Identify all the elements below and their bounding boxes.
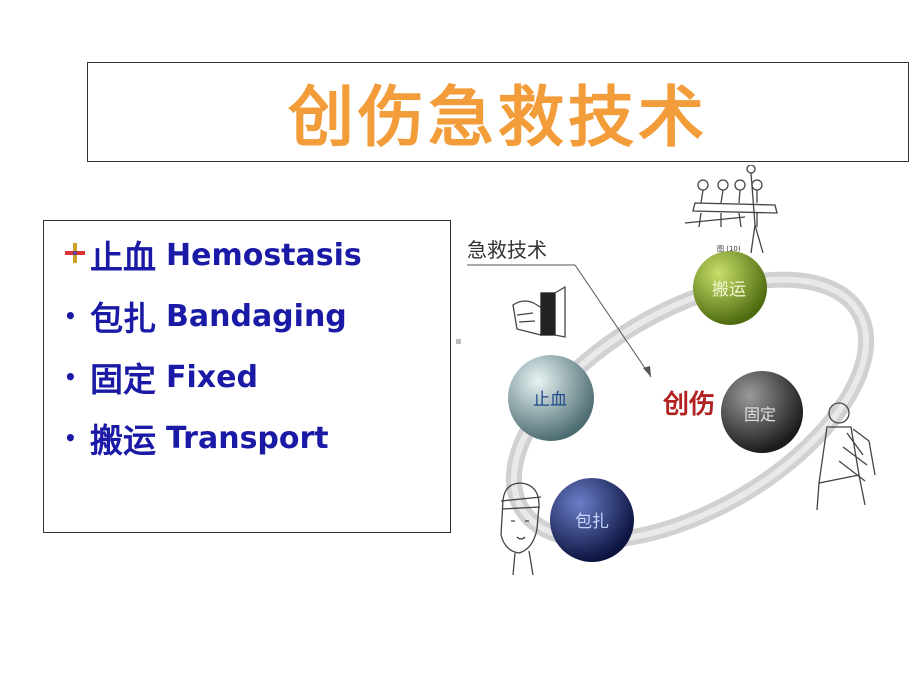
list-item-en: Bandaging <box>166 298 347 334</box>
node-hemostasis <box>508 355 594 441</box>
bullet-dot: • <box>64 304 77 328</box>
node-bandaging <box>550 478 634 562</box>
first-aid-diagram: 急救技术 创伤 搬运 图 (10) 止血 固定 包扎 <box>455 165 920 595</box>
technique-list: 止血 Hemostasis • 包扎 Bandaging • 固定 Fixed … <box>43 220 451 533</box>
list-item: • 包扎 Bandaging <box>64 296 347 339</box>
flag-bullet-icon <box>64 242 90 269</box>
node-bandaging-label: 包扎 <box>575 512 609 532</box>
small-caption: 图 (10) <box>717 245 741 253</box>
node-fixed-label: 固定 <box>744 405 776 424</box>
splinted-man-sketch <box>816 402 876 511</box>
list-item-en: Transport <box>166 420 329 456</box>
node-transport-label: 搬运 <box>712 280 746 300</box>
list-item-zh: 搬运 <box>90 421 156 460</box>
title-box: 创伤急救技术 <box>87 62 909 162</box>
node-transport <box>693 251 767 325</box>
bullet-dot: • <box>64 426 77 450</box>
cycle-diagram-svg: 急救技术 创伤 搬运 图 (10) 止血 固定 包扎 <box>467 165 876 576</box>
diagram-center: 创伤 <box>662 390 715 420</box>
list-item: • 固定 Fixed <box>64 357 258 400</box>
list-item: 止血 Hemostasis <box>64 235 362 277</box>
decorative-dot <box>456 339 461 344</box>
list-item-zh: 止血 <box>90 238 156 277</box>
list-item: • 搬运 Transport <box>64 418 329 461</box>
list-item-zh: 包扎 <box>90 299 156 338</box>
pointer-arrow <box>574 264 652 378</box>
node-hemostasis-label: 止血 <box>533 390 567 410</box>
node-fixed <box>721 371 803 453</box>
bandaged-head-sketch <box>500 482 542 576</box>
list-item-zh: 固定 <box>90 360 156 399</box>
diagram-label: 急救技术 <box>467 238 547 262</box>
bullet-dot: • <box>64 365 77 389</box>
list-item-en: Fixed <box>166 359 258 395</box>
bandaged-hand-sketch <box>512 285 566 338</box>
list-item-en: Hemostasis <box>166 237 362 273</box>
page-title: 创伤急救技术 <box>288 79 708 156</box>
stretcher-carry-sketch <box>684 165 778 254</box>
